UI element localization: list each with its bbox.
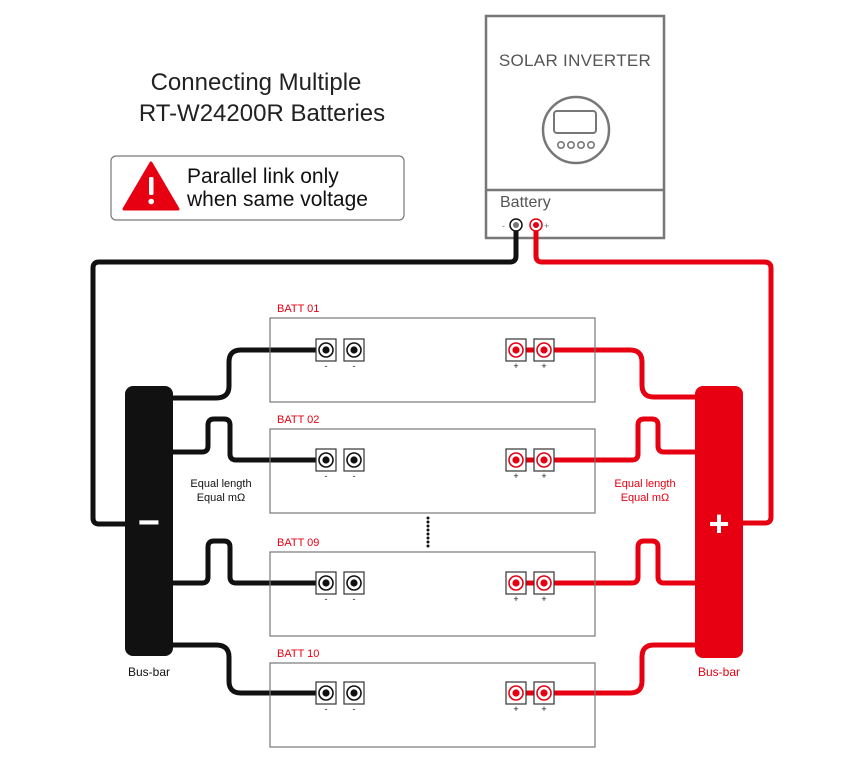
positive-terminal-sign: + <box>513 704 518 714</box>
positive-terminal-sign: + <box>541 704 546 714</box>
battery-label: BATT 10 <box>277 648 319 660</box>
note-left-line-2: Equal mΩ <box>197 492 246 504</box>
battery-label: BATT 02 <box>277 414 319 426</box>
positive-terminal-sign: + <box>541 471 546 481</box>
positive-terminal-sign: + <box>513 594 518 604</box>
battery-pack: BATT 09 - - + + <box>269 537 596 637</box>
inverter-positive-terminal <box>529 218 543 232</box>
warning-icon <box>122 161 180 211</box>
positive-terminal: + <box>505 571 527 604</box>
positive-terminal: + <box>533 571 555 604</box>
cable-batt02-positive <box>517 416 700 463</box>
cable-batt09-negative <box>172 538 327 586</box>
positive-terminal-sign: + <box>513 361 518 371</box>
battery-packs: BATT 01--++BATT 02--++BATT 09--++BATT 10… <box>269 303 596 748</box>
battery-pack: BATT 10 - - + + <box>269 648 596 748</box>
inverter-battery-label: Battery <box>500 194 551 211</box>
ellipsis-dot <box>426 524 430 528</box>
negative-busbar-symbol: − <box>138 502 160 544</box>
note-right-line-1: Equal length <box>614 478 675 490</box>
inverter-neg-sign: - <box>502 221 505 231</box>
ellipsis-dot <box>426 532 430 536</box>
positive-terminal: + <box>505 448 527 481</box>
ellipsis-dot <box>426 516 430 520</box>
warning-line-1: Parallel link only <box>187 165 339 188</box>
inverter-title: SOLAR INVERTER <box>499 51 651 70</box>
negative-terminal: - <box>343 571 365 604</box>
positive-busbar: + <box>695 386 743 658</box>
note-left-line-1: Equal length <box>190 478 251 490</box>
negative-terminal: - <box>315 571 337 604</box>
negative-terminal-sign: - <box>353 704 356 714</box>
negative-terminal-sign: - <box>353 471 356 481</box>
negative-terminal: - <box>315 681 337 714</box>
warning-line-2: when same voltage <box>186 188 368 211</box>
title-line-2: RT-W24200R Batteries <box>139 100 385 127</box>
positive-terminal: + <box>533 338 555 371</box>
negative-terminal-sign: - <box>353 361 356 371</box>
cable-batt10-negative <box>172 642 327 696</box>
negative-terminal-sign: - <box>325 704 328 714</box>
battery-case <box>269 662 596 748</box>
negative-terminal: - <box>315 338 337 371</box>
battery-label: BATT 09 <box>277 537 319 549</box>
ellipsis-dot <box>426 536 430 540</box>
negative-busbar: − <box>125 386 173 656</box>
note-right-line-2: Equal mΩ <box>621 492 670 504</box>
positive-terminal: + <box>505 681 527 714</box>
negative-terminal-sign: - <box>325 471 328 481</box>
ellipsis-dot <box>426 528 430 532</box>
cable-batt09-positive <box>517 538 700 586</box>
battery-pack: BATT 01 - - + + <box>269 303 596 403</box>
inverter-pos-sign: + <box>544 221 549 231</box>
positive-terminal-sign: + <box>541 361 546 371</box>
negative-terminal: - <box>343 448 365 481</box>
battery-case <box>269 428 596 514</box>
battery-label: BATT 01 <box>277 303 319 315</box>
negative-terminal: - <box>315 448 337 481</box>
positive-busbar-label: Bus-bar <box>698 665 740 679</box>
battery-pack: BATT 02 - - + + <box>269 414 596 514</box>
warning-box: Parallel link only when same voltage <box>110 155 405 221</box>
cable-batt02-negative <box>172 416 327 463</box>
ellipsis-dot <box>426 544 430 548</box>
negative-terminal: - <box>343 338 365 371</box>
positive-terminal: + <box>533 681 555 714</box>
solar-inverter: SOLAR INVERTER Battery - + <box>484 14 666 240</box>
cable-batt01-negative <box>172 347 327 401</box>
positive-terminal: + <box>533 448 555 481</box>
inverter-display-icon <box>541 95 611 165</box>
negative-terminal-sign: - <box>325 594 328 604</box>
positive-terminal-sign: + <box>513 471 518 481</box>
battery-case <box>269 551 596 637</box>
negative-terminal-sign: - <box>325 361 328 371</box>
negative-terminal-sign: - <box>353 594 356 604</box>
main-negative-cable <box>90 228 519 527</box>
ellipsis-dot <box>426 540 430 544</box>
cable-batt10-positive <box>517 642 700 696</box>
positive-terminal-sign: + <box>541 594 546 604</box>
positive-busbar-symbol: + <box>708 503 729 544</box>
main-positive-cable <box>533 228 774 526</box>
positive-terminal: + <box>505 338 527 371</box>
title-line-1: Connecting Multiple <box>151 69 362 96</box>
inverter-negative-terminal <box>509 218 523 232</box>
battery-case <box>269 317 596 403</box>
negative-terminal: - <box>343 681 365 714</box>
battery-cables <box>172 347 700 696</box>
ellipsis-dot <box>426 520 430 524</box>
ellipsis-dots <box>426 516 430 548</box>
cable-batt01-positive <box>517 347 700 400</box>
negative-busbar-label: Bus-bar <box>128 665 170 679</box>
